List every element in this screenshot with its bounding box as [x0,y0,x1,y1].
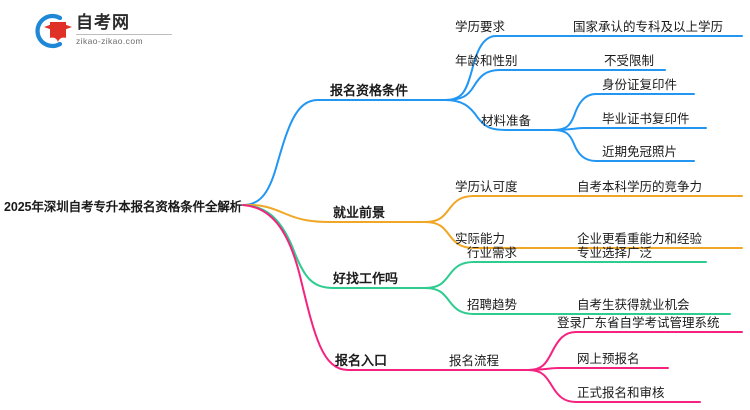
wire-process-to-formal-register [527,369,701,403]
logo-mark-icon [35,13,72,49]
label-self-study-degree-competitiveness: 自考本科学历的竞争力 [577,180,703,194]
leaf-no-restriction[interactable]: 不受限制 [604,50,654,69]
root-node-label: 2025年深圳自考专升本报名资格条件全解析 [4,200,243,214]
leaf-self-study-employment-chance[interactable]: 自考生获得就业机会 [577,294,690,313]
label-age-gender: 年龄和性别 [455,54,518,68]
logo-divider [76,34,172,35]
label-diploma-copy: 毕业证书复印件 [602,112,690,126]
leaf-recent-bareheaded-photo[interactable]: 近期免冠照片 [602,141,677,160]
node-signup-process[interactable]: 报名流程 [449,350,499,369]
logo-text: 自考网 zikao-zikao.com [76,13,172,46]
root-node[interactable]: 2025年深圳自考专升本报名资格条件全解析 [4,196,242,215]
label-online-pre-register: 网上预报名 [577,352,640,366]
label-accredited-college-degree: 国家承认的专科及以上学历 [573,20,724,34]
label-degree-recognition: 学历认可度 [455,180,518,194]
node-degree-recognition[interactable]: 学历认可度 [455,176,518,195]
branch-label-job-easy: 好找工作吗 [333,271,399,286]
wire-root-to-signup-entry [242,204,426,371]
label-enterprises-value-ability: 企业更看重能力和经验 [577,232,703,246]
branch-node-qualification[interactable]: 报名资格条件 [330,80,408,99]
wire-root-to-job-prospect [242,203,426,223]
node-hiring-trend[interactable]: 招聘趋势 [467,294,517,313]
node-practical-ability[interactable]: 实际能力 [455,228,505,247]
site-logo: 自考网 zikao-zikao.com [30,12,200,52]
label-industry-demand: 行业需求 [467,246,518,260]
node-age-gender[interactable]: 年龄和性别 [455,50,518,69]
leaf-wide-major-choice[interactable]: 专业选择广泛 [577,242,652,261]
wire-qualification-to-materials [444,99,554,131]
leaf-formal-register-review[interactable]: 正式报名和审核 [577,382,665,401]
node-education-requirement[interactable]: 学历要求 [455,16,505,35]
branch-label-qualification: 报名资格条件 [330,83,409,98]
label-no-restriction: 不受限制 [604,54,655,68]
label-login-guangdong-system: 登录广东省自学考试管理系统 [557,316,720,330]
label-materials-prep: 材料准备 [481,114,532,128]
wire-materials-to-diploma-copy [552,127,707,131]
logo-url: zikao-zikao.com [76,36,143,46]
wire-process-to-login-system [527,331,743,371]
wire-job-prospect-to-ability [424,221,537,249]
branch-label-job-prospect: 就业前景 [333,205,386,220]
leaf-online-pre-register[interactable]: 网上预报名 [577,348,640,367]
node-industry-demand[interactable]: 行业需求 [467,242,517,261]
wire-qualification-to-age-gender [444,69,557,101]
node-materials-prep[interactable]: 材料准备 [481,110,531,129]
label-id-card-copy: 身份证复印件 [602,78,678,92]
wire-process-to-pre-register [527,367,669,371]
label-formal-register-review: 正式报名和审核 [577,386,665,400]
leaf-diploma-copy[interactable]: 毕业证书复印件 [602,108,690,127]
label-education-requirement: 学历要求 [455,20,506,34]
wire-job-easy-to-industry-demand [424,261,537,289]
leaf-id-card-copy[interactable]: 身份证复印件 [602,74,677,93]
label-hiring-trend: 招聘趋势 [467,298,518,312]
wire-job-easy-to-hiring-trend [424,287,537,315]
wire-root-to-qualification [242,99,446,206]
leaf-enterprises-value-ability[interactable]: 企业更看重能力和经验 [577,228,702,247]
leaf-login-guangdong-system[interactable]: 登录广东省自学考试管理系统 [557,312,720,331]
label-signup-process: 报名流程 [449,354,500,368]
leaf-accredited-college-degree[interactable]: 国家承认的专科及以上学历 [573,16,723,35]
branch-label-signup-entry: 报名入口 [335,353,388,368]
logo-name-cn: 自考网 [76,13,130,32]
label-self-study-employment-chance: 自考生获得就业机会 [577,298,690,312]
branch-node-job-prospect[interactable]: 就业前景 [333,202,385,221]
wire-qualification-to-education [444,35,557,101]
leaf-self-study-degree-competitiveness[interactable]: 自考本科学历的竞争力 [577,176,702,195]
branch-node-signup-entry[interactable]: 报名入口 [335,350,387,369]
wire-materials-to-photo [552,129,695,162]
label-recent-bareheaded-photo: 近期免冠照片 [602,145,678,159]
wire-materials-to-id-copy [552,93,695,131]
wire-job-prospect-to-recognition [424,195,537,223]
label-practical-ability: 实际能力 [455,232,506,246]
label-wide-major-choice: 专业选择广泛 [577,246,653,260]
branch-node-job-easy[interactable]: 好找工作吗 [333,268,398,287]
